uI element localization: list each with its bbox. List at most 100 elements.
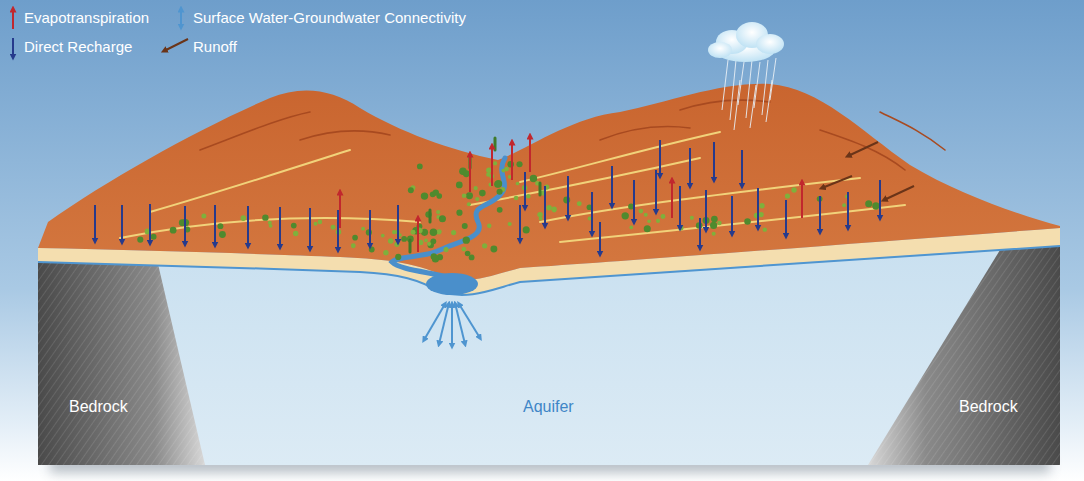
- shrub: [479, 190, 486, 197]
- shrub: [577, 201, 582, 206]
- shrub: [456, 182, 463, 189]
- shrub: [763, 227, 767, 231]
- shrub: [383, 250, 388, 255]
- evapotranspiration-arrow: [529, 136, 531, 172]
- shrub: [462, 223, 468, 229]
- shrub: [644, 213, 648, 217]
- cactus: [539, 183, 542, 195]
- shrub: [241, 215, 247, 221]
- shrub: [516, 182, 520, 186]
- shrub: [465, 251, 471, 257]
- recharge-arrow: [633, 180, 635, 222]
- legend-label: Direct Recharge: [24, 38, 132, 55]
- ephemeral-channels: [120, 132, 905, 242]
- runoff-arrow: [848, 142, 878, 156]
- shrub: [711, 216, 718, 223]
- shrub: [437, 229, 442, 234]
- shrub: [622, 212, 629, 219]
- evapotranspiration-arrow: [511, 142, 513, 180]
- shrub: [690, 216, 694, 220]
- legend-label: Surface Water-Groundwater Connectivity: [193, 9, 466, 26]
- recharge-arrow: [524, 172, 526, 208]
- shrub: [552, 209, 556, 213]
- shrub: [291, 223, 297, 229]
- shrub: [656, 219, 660, 223]
- shrub: [842, 203, 846, 207]
- shrub: [431, 253, 437, 259]
- rain-cloud: [708, 22, 784, 130]
- shrub: [352, 235, 358, 241]
- shrub: [331, 225, 336, 230]
- aquifer-label: Aquifer: [523, 398, 574, 416]
- shrub: [424, 238, 428, 242]
- recharge-arrow: [519, 205, 521, 241]
- shrub: [504, 167, 509, 172]
- shrub: [427, 242, 431, 246]
- legend-arrow: [164, 39, 188, 51]
- recharge-arrow: [369, 210, 371, 246]
- recharge-arrow: [184, 206, 186, 244]
- shrub: [401, 236, 407, 242]
- shrub: [551, 206, 556, 211]
- bedrock-label: Bedrock: [69, 398, 128, 416]
- pond: [426, 273, 478, 295]
- shrub: [865, 200, 872, 207]
- shrub: [526, 194, 531, 199]
- evapotranspiration-arrow: [801, 182, 803, 218]
- shrub: [588, 217, 592, 221]
- shrub: [463, 170, 470, 177]
- legend-arrow: [12, 9, 14, 29]
- runoff-arrow: [822, 176, 852, 188]
- shrub: [137, 237, 143, 243]
- shrub: [661, 214, 666, 219]
- shrub: [436, 210, 440, 214]
- connectivity-arrow: [451, 304, 453, 346]
- shrub: [293, 231, 298, 236]
- recharge-arrow: [397, 205, 399, 242]
- recharge-arrow: [757, 188, 759, 228]
- shrub: [467, 202, 471, 206]
- shrub: [417, 164, 423, 170]
- recharge-arrow: [785, 200, 787, 236]
- recharge-arrow: [741, 150, 743, 186]
- shrub: [516, 161, 522, 167]
- bedrock-left: [38, 262, 205, 465]
- shrub: [217, 223, 223, 229]
- recharge-arrow: [731, 196, 733, 234]
- recharge-arrow: [659, 140, 661, 176]
- flux-arrows: [95, 136, 914, 346]
- shrub: [451, 230, 456, 235]
- recharge-arrow: [544, 186, 546, 226]
- cactus: [409, 240, 412, 252]
- shrub: [145, 230, 150, 235]
- shrub: [361, 227, 365, 231]
- shrub: [563, 197, 570, 204]
- shrub: [791, 187, 796, 192]
- bedrock-hatch: [38, 262, 205, 465]
- shrub: [717, 221, 721, 225]
- shrub: [744, 218, 751, 225]
- shrub: [395, 254, 401, 260]
- shrub: [539, 217, 543, 221]
- shrub: [466, 192, 473, 199]
- shrub: [443, 247, 448, 252]
- recharge-arrow: [713, 142, 715, 180]
- legend-label: Runoff: [193, 38, 237, 55]
- shrub: [463, 236, 470, 243]
- recharge-arrow: [309, 208, 311, 249]
- shrub: [351, 243, 356, 248]
- recharge-arrow: [611, 166, 613, 206]
- shrub: [638, 209, 643, 214]
- shrub: [201, 214, 206, 219]
- evapotranspiration-arrow: [417, 218, 419, 252]
- bedrock-label: Bedrock: [959, 398, 1018, 416]
- recharge-arrow: [149, 204, 151, 243]
- shrub: [474, 186, 478, 190]
- shrub: [366, 229, 372, 235]
- shrub: [433, 189, 439, 195]
- shrub: [710, 222, 717, 229]
- evapotranspiration-arrow: [491, 146, 493, 186]
- shrub: [262, 214, 268, 220]
- connectivity-arrow: [439, 304, 449, 344]
